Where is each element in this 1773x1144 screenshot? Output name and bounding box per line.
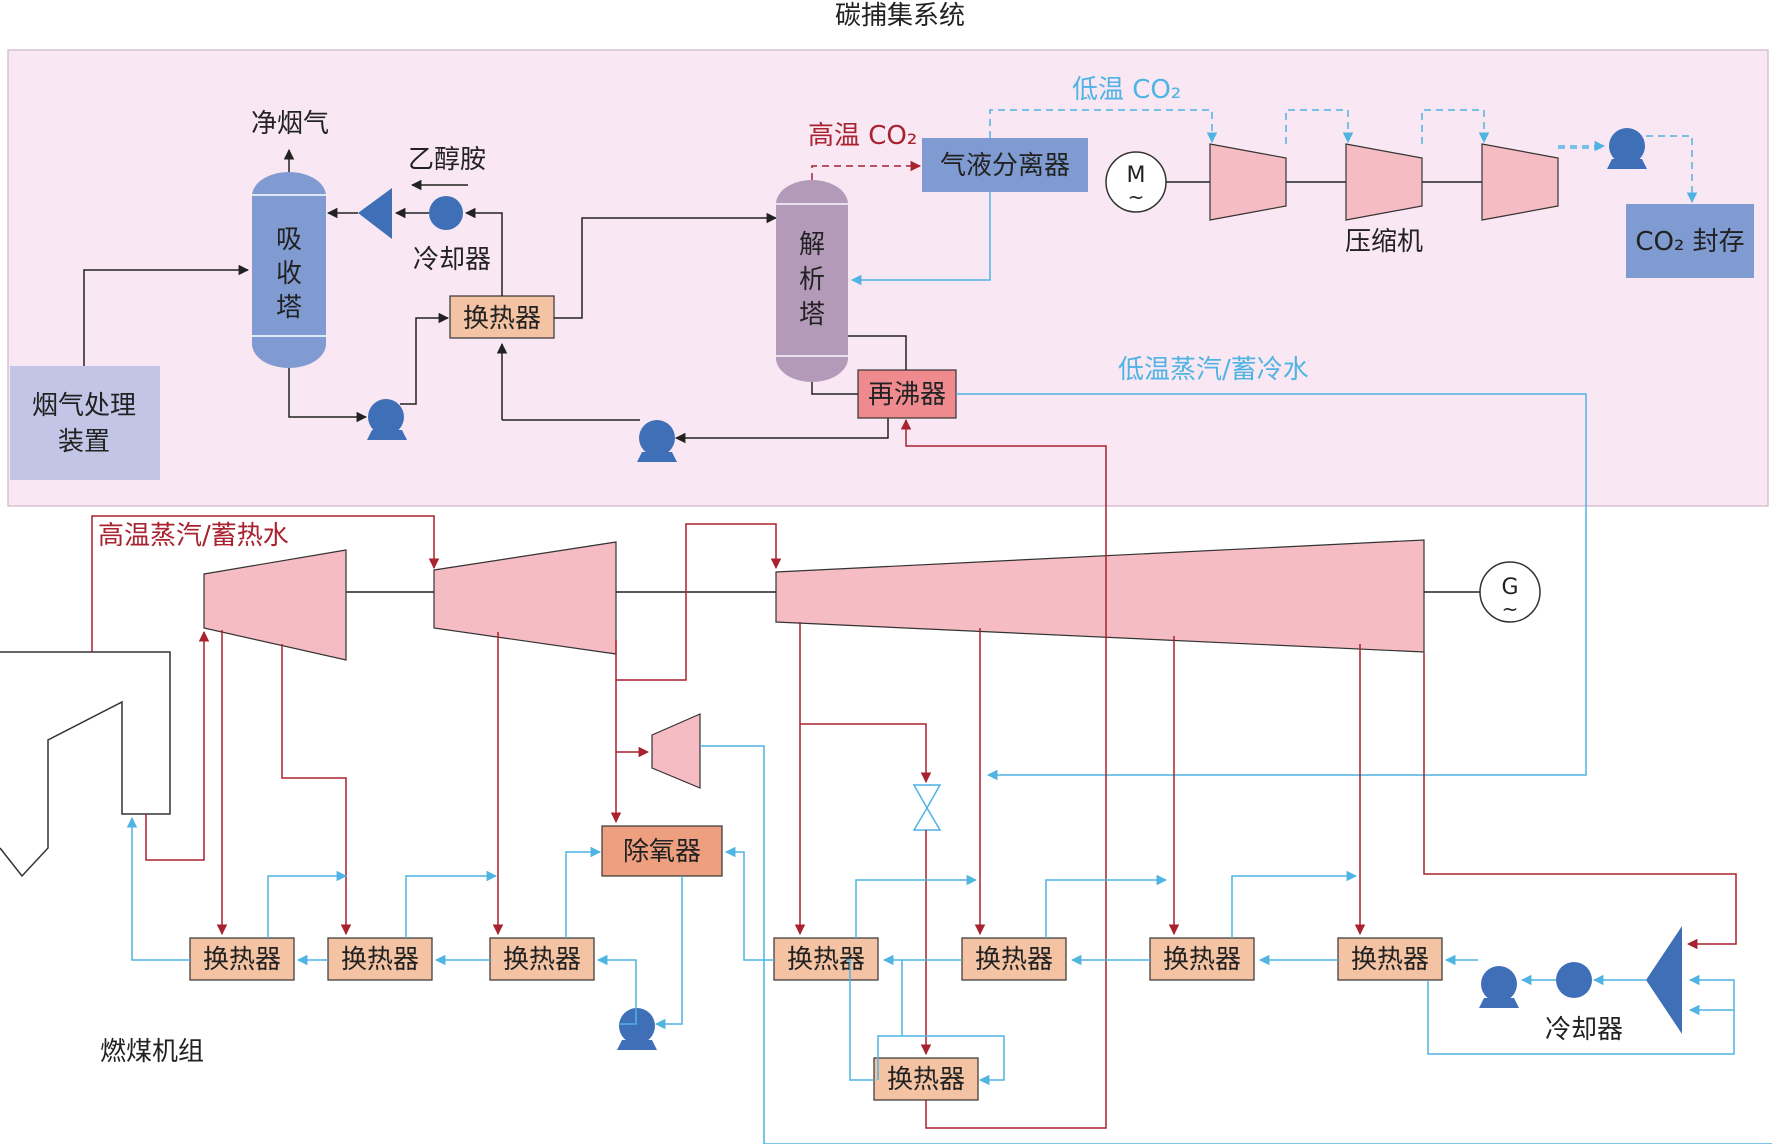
cooler-triangle-top <box>358 188 392 239</box>
heat-exchanger-b4-label: 换热器 <box>787 945 865 975</box>
pump-to-storage <box>1646 135 1698 204</box>
flue-gas-treatment-box <box>10 366 160 480</box>
co2-storage-label: CO₂ 封存 <box>1635 227 1744 257</box>
valve-2 <box>912 806 942 831</box>
pump-condensate <box>1479 966 1519 1008</box>
co2-pump <box>1607 128 1647 169</box>
heat-exchanger-b7-label: 换热器 <box>1351 945 1429 975</box>
motor-label: M <box>1127 163 1146 188</box>
desorber-label-1: 解 <box>799 230 825 260</box>
ethanolamine-label: 乙醇胺 <box>408 145 486 175</box>
cooler-label-top: 冷却器 <box>413 245 491 275</box>
heat-exchanger-top-label: 换热器 <box>463 304 541 334</box>
co2-compressor-3 <box>1481 143 1559 221</box>
heat-exchanger-b5 <box>961 937 1067 981</box>
generator-label: G <box>1501 575 1518 600</box>
cooler-label-bottom: 冷却器 <box>1545 1015 1623 1045</box>
boiler <box>0 651 171 878</box>
flue-gas-treatment-label-1: 烟气处理 <box>32 391 136 421</box>
heat-exchanger-b2-label: 换热器 <box>341 945 419 975</box>
heat-exchanger-row <box>189 937 1443 1101</box>
desorber-tower <box>776 180 848 382</box>
co2-storage <box>1626 204 1754 278</box>
flue-gas-treatment-label-2: 装置 <box>58 427 110 457</box>
generator-tilde: ~ <box>1502 597 1519 621</box>
desorber-label-2: 析 <box>799 265 825 295</box>
reboiler-to-pump2 <box>674 414 889 444</box>
cooler-circle-bottom <box>1556 962 1592 998</box>
high-temp-steam-label: 高温蒸汽/蓄热水 <box>98 521 289 551</box>
heat-exchanger-b7 <box>1337 937 1443 981</box>
reboiler-to-desorber <box>811 382 858 395</box>
absorber-to-pump <box>288 368 368 423</box>
pump-to-hx <box>400 312 450 405</box>
cooler-circle-top <box>429 196 463 230</box>
heat-exchanger-b6 <box>1149 937 1255 981</box>
high-temp-co2-line <box>811 160 922 180</box>
low-temp-steam-line <box>956 393 1587 781</box>
absorber-label-3: 塔 <box>276 293 302 323</box>
gas-liquid-separator-label: 气液分离器 <box>940 151 1070 181</box>
red-steam-lines <box>91 418 1737 1129</box>
comp2-to-comp3 <box>1421 109 1490 144</box>
high-temp-co2-label: 高温 CO₂ <box>808 121 917 151</box>
separator-to-desorber <box>850 192 991 286</box>
absorber-label-2: 收 <box>276 259 302 289</box>
heat-exchanger-b3 <box>489 937 595 981</box>
coal-plant-title: 燃煤机组 <box>100 1037 204 1067</box>
desorber-label-3: 塔 <box>799 300 825 330</box>
co2-compressor-1 <box>1209 143 1287 221</box>
absorber-tower <box>252 172 326 368</box>
small-turbine <box>651 713 701 789</box>
flue-to-absorber <box>83 264 250 366</box>
clean-flue-gas-label: 净烟气 <box>251 109 329 139</box>
co2-compressor-2 <box>1345 143 1423 221</box>
heat-exchanger-b2 <box>327 937 433 981</box>
carbon-capture-title: 碳捕集系统 <box>835 1 965 31</box>
low-temp-co2-line <box>989 109 1218 144</box>
pump-deaerator <box>617 1008 657 1050</box>
deaerator <box>601 825 723 877</box>
turbine-hp <box>203 549 347 661</box>
hx-to-cooler <box>464 207 503 296</box>
comp1-to-comp2 <box>1285 109 1354 144</box>
heat-exchanger-b5-label: 换热器 <box>975 945 1053 975</box>
heat-exchanger-b1-label: 换热器 <box>203 945 281 975</box>
heat-exchanger-b1 <box>189 937 295 981</box>
deaerator-label: 除氧器 <box>623 837 701 867</box>
reboiler <box>857 369 957 419</box>
heat-exchanger-b8-label: 换热器 <box>887 1065 965 1095</box>
heat-exchanger-b3-label: 换热器 <box>503 945 581 975</box>
hx-to-desorber <box>554 212 778 319</box>
condenser-triangle <box>1646 926 1682 1034</box>
pump-absorber <box>367 399 407 440</box>
heat-exchanger-top <box>449 295 555 339</box>
desorber-to-reboiler <box>848 335 907 370</box>
low-temp-steam-label: 低温蒸汽/蓄冷水 <box>1118 355 1309 385</box>
generator <box>1479 561 1541 623</box>
gas-liquid-separator <box>922 138 1088 192</box>
compressor-label: 压缩机 <box>1345 227 1423 257</box>
pump-lean <box>637 420 677 462</box>
heat-exchanger-b4 <box>773 937 879 981</box>
cyan-water-lines <box>126 745 1772 1144</box>
reboiler-label: 再沸器 <box>868 380 946 410</box>
heat-exchanger-b6-label: 换热器 <box>1163 945 1241 975</box>
valve <box>912 784 942 810</box>
turbine-ip <box>433 541 617 655</box>
heat-exchanger-b8 <box>873 1057 979 1101</box>
motor-tilde: ~ <box>1128 185 1145 209</box>
turbine-lp <box>775 539 1425 653</box>
absorber-label-1: 吸 <box>276 225 302 255</box>
low-temp-co2-label: 低温 CO₂ <box>1072 75 1181 105</box>
